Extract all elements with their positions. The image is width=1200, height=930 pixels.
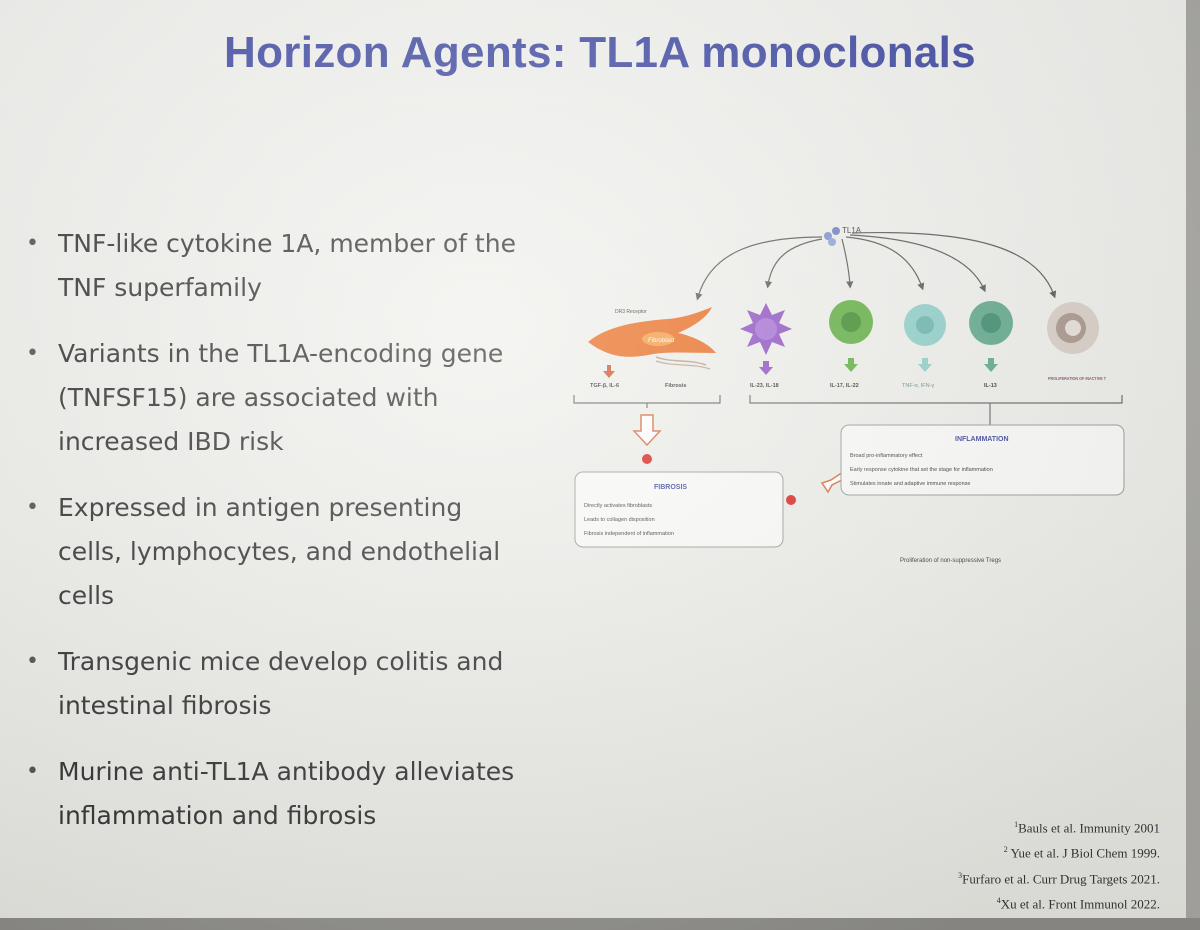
dr3-receptor-label: DR3 Receptor <box>615 309 647 315</box>
arrow-down-icon <box>603 365 615 378</box>
th1-cell-icon <box>904 304 946 346</box>
fibrosis-item: Directly activates fibroblasts <box>584 503 652 509</box>
treg-cell-icon <box>1047 302 1099 354</box>
th2-cell-icon <box>969 301 1013 345</box>
reference-item: 1Bauls et al. Immunity 2001 <box>1014 820 1160 836</box>
cell-output-label: TNF-α, IFN-γ <box>902 383 934 389</box>
fibrosis-small-label: Fibrosis <box>665 383 686 389</box>
fibrosis-item: Leads to collagen disposition <box>584 517 655 523</box>
dendritic-cell-icon <box>740 303 792 355</box>
bullet-item: Variants in the TL1A-encoding gene (TNFS… <box>26 332 526 464</box>
bullet-item: Transgenic mice develop colitis and inte… <box>26 640 526 728</box>
bullet-item: Expressed in antigen presenting cells, l… <box>26 486 526 618</box>
tl1a-label: TL1A <box>842 226 862 235</box>
inflammation-box: INFLAMMATION Broad pro-inflammatory effe… <box>840 424 1125 496</box>
cell-output-label: IL-23, IL-18 <box>750 383 779 389</box>
hollow-arrow-down-icon <box>632 414 662 447</box>
tl1a-molecule-icon <box>824 227 840 246</box>
fibroblast-label: Fibroblast <box>648 338 675 344</box>
screen-edge-right <box>1186 0 1200 930</box>
cells-bracket <box>749 395 1123 425</box>
cell-output-label: PROLIFERATION OF INACTIVE T <box>1048 376 1106 381</box>
red-dot-icon <box>642 454 652 464</box>
fibrosis-title: FIBROSIS <box>654 484 687 491</box>
inflammation-item: Stimulates innate and adaptive immune re… <box>850 481 970 487</box>
cell-output-label: IL-17, IL-22 <box>830 383 859 389</box>
red-dot-icon <box>786 495 796 505</box>
fibroblast-cytokines: TGF-β, IL-6 <box>590 383 619 389</box>
th17-cell-icon <box>829 300 873 344</box>
tl1a-arrows <box>695 231 1057 301</box>
reference-item: 4Xu et al. Front Immunol 2022. <box>996 895 1160 912</box>
fibroblast-cell-icon <box>588 307 716 370</box>
references: 1Bauls et al. Immunity 2001 2 Yue et al.… <box>820 814 1160 915</box>
cell-output-arrows <box>759 358 998 375</box>
fibrosis-item: Fibrosis independent of inflammation <box>584 531 674 537</box>
tregs-note: Proliferation of non-suppressive Tregs <box>900 558 1001 564</box>
reference-item: 2 Yue et al. J Biol Chem 1999. <box>1003 845 1160 861</box>
screen-edge-bottom <box>0 918 1200 930</box>
bullet-item: Murine anti-TL1A antibody alleviates inf… <box>26 750 526 838</box>
bullet-item: TNF-like cytokine 1A, member of the TNF … <box>26 222 526 310</box>
cell-output-label: IL-13 <box>984 383 997 389</box>
bullet-list: TNF-like cytokine 1A, member of the TNF … <box>26 222 526 860</box>
inflammation-item: Early response cytokine that set the sta… <box>850 467 993 473</box>
fibrosis-box: FIBROSIS Directly activates fibroblasts … <box>574 471 784 548</box>
fibroblast-bracket <box>573 395 721 408</box>
slide-title: Horizon Agents: TL1A monoclonals <box>224 28 976 77</box>
inflammation-item: Broad pro-inflammatory effect <box>850 453 923 459</box>
tl1a-pathway-diagram: TL1A DR3 Receptor Fibroblast TGF-β, IL-6… <box>573 226 1125 564</box>
reference-item: 3Furfaro et al. Curr Drug Targets 2021. <box>958 870 1160 886</box>
inflammation-title: INFLAMMATION <box>955 436 1009 443</box>
